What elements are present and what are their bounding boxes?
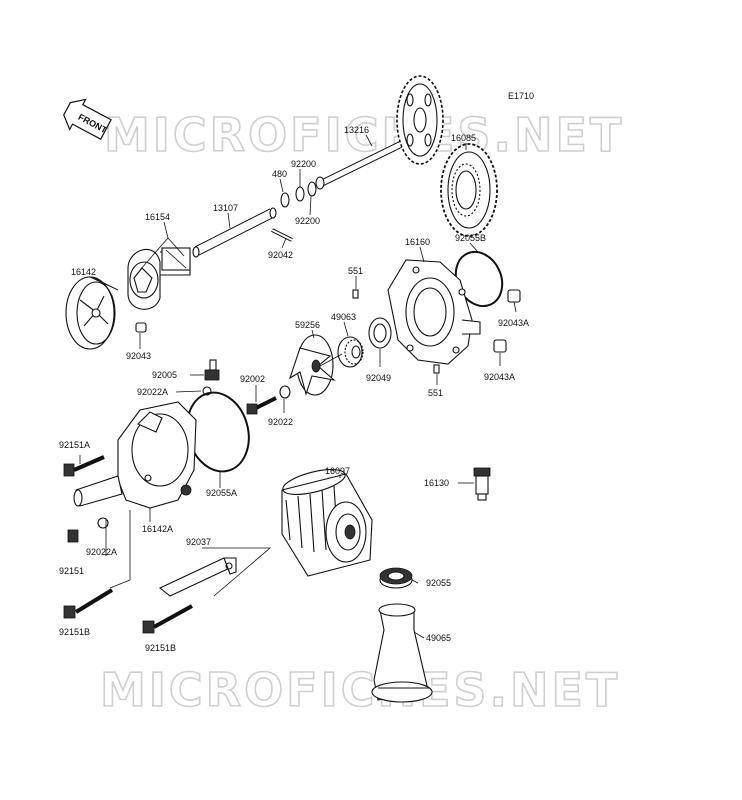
- bolt-92151a: [63, 455, 105, 477]
- label-92037: 92037: [186, 537, 211, 547]
- watermark-top: MICROFICHES.NET: [104, 108, 624, 162]
- bolt-92151b-left: [63, 588, 114, 619]
- pin-551-lower: [433, 364, 440, 374]
- impeller: [289, 334, 343, 396]
- label-92055a: 92055A: [206, 488, 237, 498]
- label-92043a-lower: 92043A: [484, 372, 515, 382]
- label-16085: 16085: [451, 133, 476, 143]
- washers-92200: [295, 181, 317, 202]
- pin-92042: [271, 228, 293, 242]
- label-92200-lower: 92200: [295, 216, 320, 226]
- diagram-code: E1710: [508, 91, 534, 101]
- label-480: 480: [272, 169, 287, 179]
- water-pump-body: [73, 401, 197, 509]
- bracket-92037: [158, 557, 237, 597]
- label-92002: 92002: [240, 374, 265, 384]
- label-92049: 92049: [366, 373, 391, 383]
- dowel-92043a-upper: [507, 289, 521, 303]
- label-92151b-left: 92151B: [59, 627, 90, 637]
- pump-shaft: [192, 207, 277, 258]
- pump-housing: [387, 259, 481, 365]
- idler-gear-shaft-assembly: [315, 75, 444, 190]
- washer-92022a-lower: [97, 517, 109, 529]
- label-16130: 16130: [424, 478, 449, 488]
- fitting-16130: [473, 467, 491, 501]
- label-13107: 13107: [213, 203, 238, 213]
- label-92043a-upper: 92043A: [498, 318, 529, 328]
- leader-lines: [79, 134, 517, 639]
- circlip-480: [280, 192, 290, 208]
- label-49063: 49063: [331, 312, 356, 322]
- mechanical-seal: [337, 336, 364, 368]
- label-92055b: 92055B: [455, 233, 486, 243]
- dowel-92043a-lower: [493, 339, 507, 353]
- bolt-92002: [246, 396, 277, 415]
- label-92022a-upper: 92022A: [137, 387, 168, 397]
- part-labels: 13216 16085 480 92200 92200 13107 16154 …: [59, 125, 529, 653]
- dowel-92043: [135, 322, 147, 333]
- label-16154: 16154: [145, 212, 170, 222]
- watermark-bottom: MICROFICHES.NET: [100, 663, 620, 717]
- label-49065: 49065: [426, 633, 451, 643]
- label-16142: 16142: [71, 267, 96, 277]
- outer-rotor: [127, 247, 191, 310]
- front-arrow-icon: FRONT: [63, 98, 112, 140]
- label-551-upper: 551: [348, 266, 363, 276]
- label-16142a: 16142A: [142, 524, 173, 534]
- label-92151: 92151: [59, 566, 84, 576]
- label-92005: 92005: [152, 370, 177, 380]
- oil-seal: [368, 317, 392, 349]
- label-92200-upper: 92200: [291, 159, 316, 169]
- label-92042: 92042: [268, 250, 293, 260]
- pin-551-upper: [352, 289, 359, 299]
- bolt-92151b-right: [142, 604, 193, 634]
- drive-gear: [440, 143, 498, 237]
- washer-92022: [279, 385, 291, 399]
- bolt-92151: [67, 529, 79, 543]
- oil-filter: [281, 469, 373, 577]
- label-92055: 92055: [426, 578, 451, 588]
- label-16160: 16160: [405, 237, 430, 247]
- label-92151a: 92151A: [59, 440, 90, 450]
- label-13216: 13216: [344, 125, 369, 135]
- label-92151b-right: 92151B: [145, 643, 176, 653]
- oil-screen: [371, 603, 433, 703]
- label-551-lower: 551: [428, 388, 443, 398]
- seal-92055: [379, 567, 413, 589]
- pump-cover: [65, 276, 119, 350]
- label-16097: 16097: [325, 466, 350, 476]
- label-92022a-lower: 92022A: [86, 547, 117, 557]
- bleed-bolt-92005: [204, 359, 220, 381]
- label-92043: 92043: [126, 351, 151, 361]
- label-92022: 92022: [268, 417, 293, 427]
- label-59256: 59256: [295, 320, 320, 330]
